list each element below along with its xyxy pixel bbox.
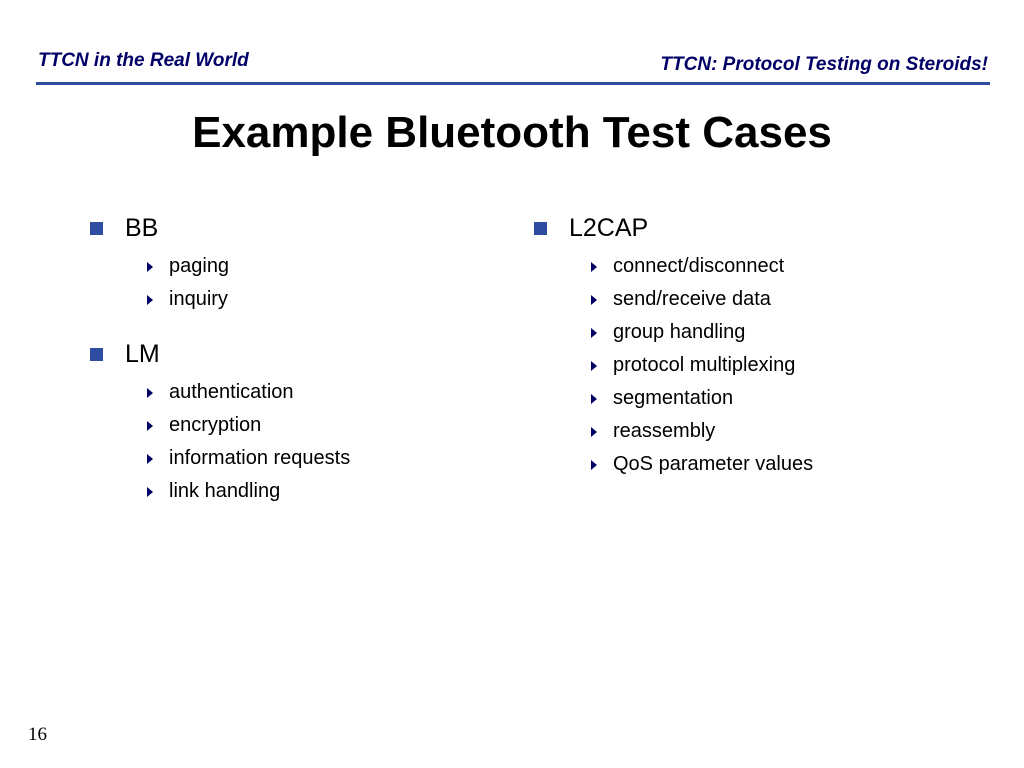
list-item: segmentation bbox=[591, 382, 813, 415]
list-item-label: authentication bbox=[169, 381, 294, 403]
list-item: paging bbox=[147, 250, 350, 283]
triangle-bullet-icon bbox=[591, 327, 597, 338]
list-item: connect/disconnect bbox=[591, 250, 813, 283]
list-item-label: inquiry bbox=[169, 288, 228, 310]
list-item: QoS parameter values bbox=[591, 448, 813, 481]
topic-bb: BB bbox=[90, 212, 350, 244]
triangle-bullet-icon bbox=[591, 294, 597, 305]
list-item-label: segmentation bbox=[613, 387, 734, 409]
header-right-title: TTCN: Protocol Testing on Steroids! bbox=[660, 54, 988, 75]
slide-title: Example Bluetooth Test Cases bbox=[192, 108, 832, 157]
list-item: encryption bbox=[147, 409, 350, 442]
bb-subitems: paging inquiry bbox=[147, 250, 350, 316]
triangle-bullet-icon bbox=[147, 387, 153, 398]
triangle-bullet-icon bbox=[591, 360, 597, 371]
triangle-bullet-icon bbox=[591, 393, 597, 404]
square-bullet-icon bbox=[90, 347, 103, 361]
list-item-label: group handling bbox=[613, 321, 746, 343]
square-bullet-icon bbox=[534, 221, 547, 235]
topic-label: LM bbox=[125, 339, 160, 368]
triangle-bullet-icon bbox=[591, 459, 597, 470]
list-item-label: information requests bbox=[169, 447, 351, 469]
list-item-label: encryption bbox=[169, 414, 262, 436]
triangle-bullet-icon bbox=[147, 453, 153, 464]
list-item: protocol multiplexing bbox=[591, 349, 813, 382]
list-item: group handling bbox=[591, 316, 813, 349]
topic-label: BB bbox=[125, 213, 159, 242]
list-item: send/receive data bbox=[591, 283, 813, 316]
triangle-bullet-icon bbox=[147, 420, 153, 431]
header-left-title: TTCN in the Real World bbox=[38, 50, 249, 71]
page-number: 16 bbox=[28, 724, 47, 745]
topic-label: L2CAP bbox=[569, 213, 649, 242]
l2cap-subitems: connect/disconnect send/receive data gro… bbox=[591, 250, 813, 481]
list-item: inquiry bbox=[147, 283, 350, 316]
triangle-bullet-icon bbox=[147, 486, 153, 497]
list-item-label: connect/disconnect bbox=[613, 255, 785, 277]
list-item: link handling bbox=[147, 475, 350, 508]
list-item-label: paging bbox=[169, 255, 230, 277]
header-divider bbox=[36, 82, 990, 85]
list-item-label: send/receive data bbox=[613, 288, 771, 310]
list-item: reassembly bbox=[591, 415, 813, 448]
list-item-label: link handling bbox=[169, 480, 281, 502]
list-item: information requests bbox=[147, 442, 350, 475]
left-column: BB paging inquiry LM authentication encr… bbox=[90, 212, 350, 508]
triangle-bullet-icon bbox=[147, 261, 153, 272]
triangle-bullet-icon bbox=[147, 294, 153, 305]
list-item-label: protocol multiplexing bbox=[613, 354, 796, 376]
list-item-label: QoS parameter values bbox=[613, 453, 814, 475]
topic-lm: LM bbox=[90, 338, 350, 370]
triangle-bullet-icon bbox=[591, 261, 597, 272]
right-column: L2CAP connect/disconnect send/receive da… bbox=[534, 212, 813, 481]
lm-subitems: authentication encryption information re… bbox=[147, 376, 350, 508]
topic-l2cap: L2CAP bbox=[534, 212, 813, 244]
list-item: authentication bbox=[147, 376, 350, 409]
square-bullet-icon bbox=[90, 221, 103, 235]
list-item-label: reassembly bbox=[613, 420, 716, 442]
triangle-bullet-icon bbox=[591, 426, 597, 437]
